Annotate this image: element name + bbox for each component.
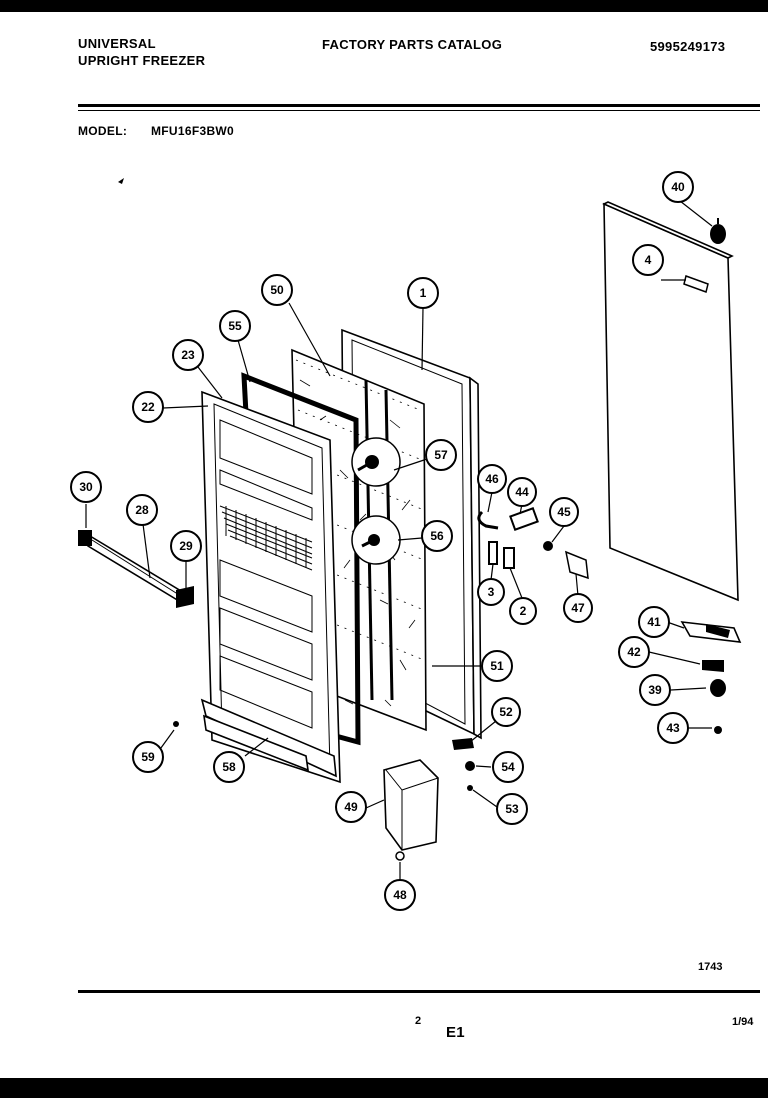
callout-49-label: 49 [344, 800, 358, 814]
callout-30-label: 30 [79, 480, 93, 494]
callout-23: 23 [172, 339, 204, 371]
callout-2: 2 [509, 597, 537, 625]
callout-48: 48 [384, 879, 416, 911]
callout-22-label: 22 [141, 400, 155, 414]
callout-39-label: 39 [648, 683, 662, 697]
callout-3-label: 3 [488, 585, 495, 599]
header-rule-top [78, 104, 760, 107]
callout-28-label: 28 [135, 503, 149, 517]
callout-28: 28 [126, 494, 158, 526]
product-name: UPRIGHT FREEZER [78, 53, 206, 68]
model-label: MODEL: [78, 124, 128, 138]
callout-49: 49 [335, 791, 367, 823]
callout-55: 55 [219, 310, 251, 342]
callout-45-label: 45 [557, 505, 571, 519]
callout-57-label: 57 [434, 448, 448, 462]
callout-53: 53 [496, 793, 528, 825]
callout-57: 57 [425, 439, 457, 471]
callout-48-label: 48 [393, 888, 407, 902]
callout-42: 42 [618, 636, 650, 668]
inner-door-panel [200, 390, 341, 784]
leader-lines [85, 200, 713, 880]
callout-58-label: 58 [222, 760, 236, 774]
callout-23-label: 23 [181, 348, 195, 362]
outer-door [602, 201, 739, 602]
callout-50-label: 50 [270, 283, 284, 297]
callout-42-label: 42 [627, 645, 641, 659]
model-number: MFU16F3BW0 [151, 124, 235, 138]
callout-44-label: 44 [515, 485, 529, 499]
callout-2-label: 2 [520, 604, 527, 618]
callout-52-label: 52 [499, 705, 513, 719]
callout-47-label: 47 [571, 601, 585, 615]
callout-45: 45 [549, 497, 579, 527]
callout-30: 30 [70, 471, 102, 503]
callout-46-label: 46 [485, 472, 499, 486]
callout-50: 50 [261, 274, 293, 306]
callout-39: 39 [639, 674, 671, 706]
callout-41-label: 41 [647, 615, 661, 629]
stray-mark [118, 178, 124, 184]
callout-47: 47 [563, 593, 593, 623]
callout-43-label: 43 [666, 721, 680, 735]
top-scan-border [0, 0, 768, 12]
callout-3: 3 [477, 578, 505, 606]
callout-59: 59 [132, 741, 164, 773]
callout-40: 40 [662, 171, 694, 203]
callout-58: 58 [213, 751, 245, 783]
callout-53-label: 53 [505, 802, 519, 816]
callout-52: 52 [491, 697, 521, 727]
callout-51: 51 [481, 650, 513, 682]
callout-1-label: 1 [420, 286, 427, 300]
catalog-number: 5995249173 [650, 39, 726, 54]
callout-46: 46 [477, 464, 507, 494]
revision-date: 1/94 [732, 1016, 754, 1028]
callout-40-label: 40 [671, 180, 685, 194]
callout-55-label: 55 [228, 319, 242, 333]
callout-56-label: 56 [430, 529, 444, 543]
brand-name: UNIVERSAL [78, 36, 156, 51]
handle-bar-assembly [78, 530, 194, 608]
bottom-scan-border [0, 1078, 768, 1098]
callout-4-label: 4 [645, 253, 652, 267]
callout-51-label: 51 [490, 659, 504, 673]
callout-54: 54 [492, 751, 524, 783]
callout-29-label: 29 [179, 539, 193, 553]
callout-41: 41 [638, 606, 670, 638]
figure-number: 1743 [698, 961, 723, 973]
section-code: E1 [446, 1024, 465, 1041]
callout-29: 29 [170, 530, 202, 562]
callout-44: 44 [507, 477, 537, 507]
hardware-parts [173, 218, 742, 861]
catalog-title: FACTORY PARTS CATALOG [322, 37, 503, 52]
callout-22: 22 [132, 391, 164, 423]
page-number: 2 [415, 1015, 422, 1027]
header-rule-bottom [78, 110, 760, 111]
callout-59-label: 59 [141, 750, 155, 764]
footer-rule [78, 990, 760, 993]
callout-54-label: 54 [501, 760, 515, 774]
callout-4: 4 [632, 244, 664, 276]
callout-56: 56 [421, 520, 453, 552]
callout-1: 1 [407, 277, 439, 309]
callout-43: 43 [657, 712, 689, 744]
